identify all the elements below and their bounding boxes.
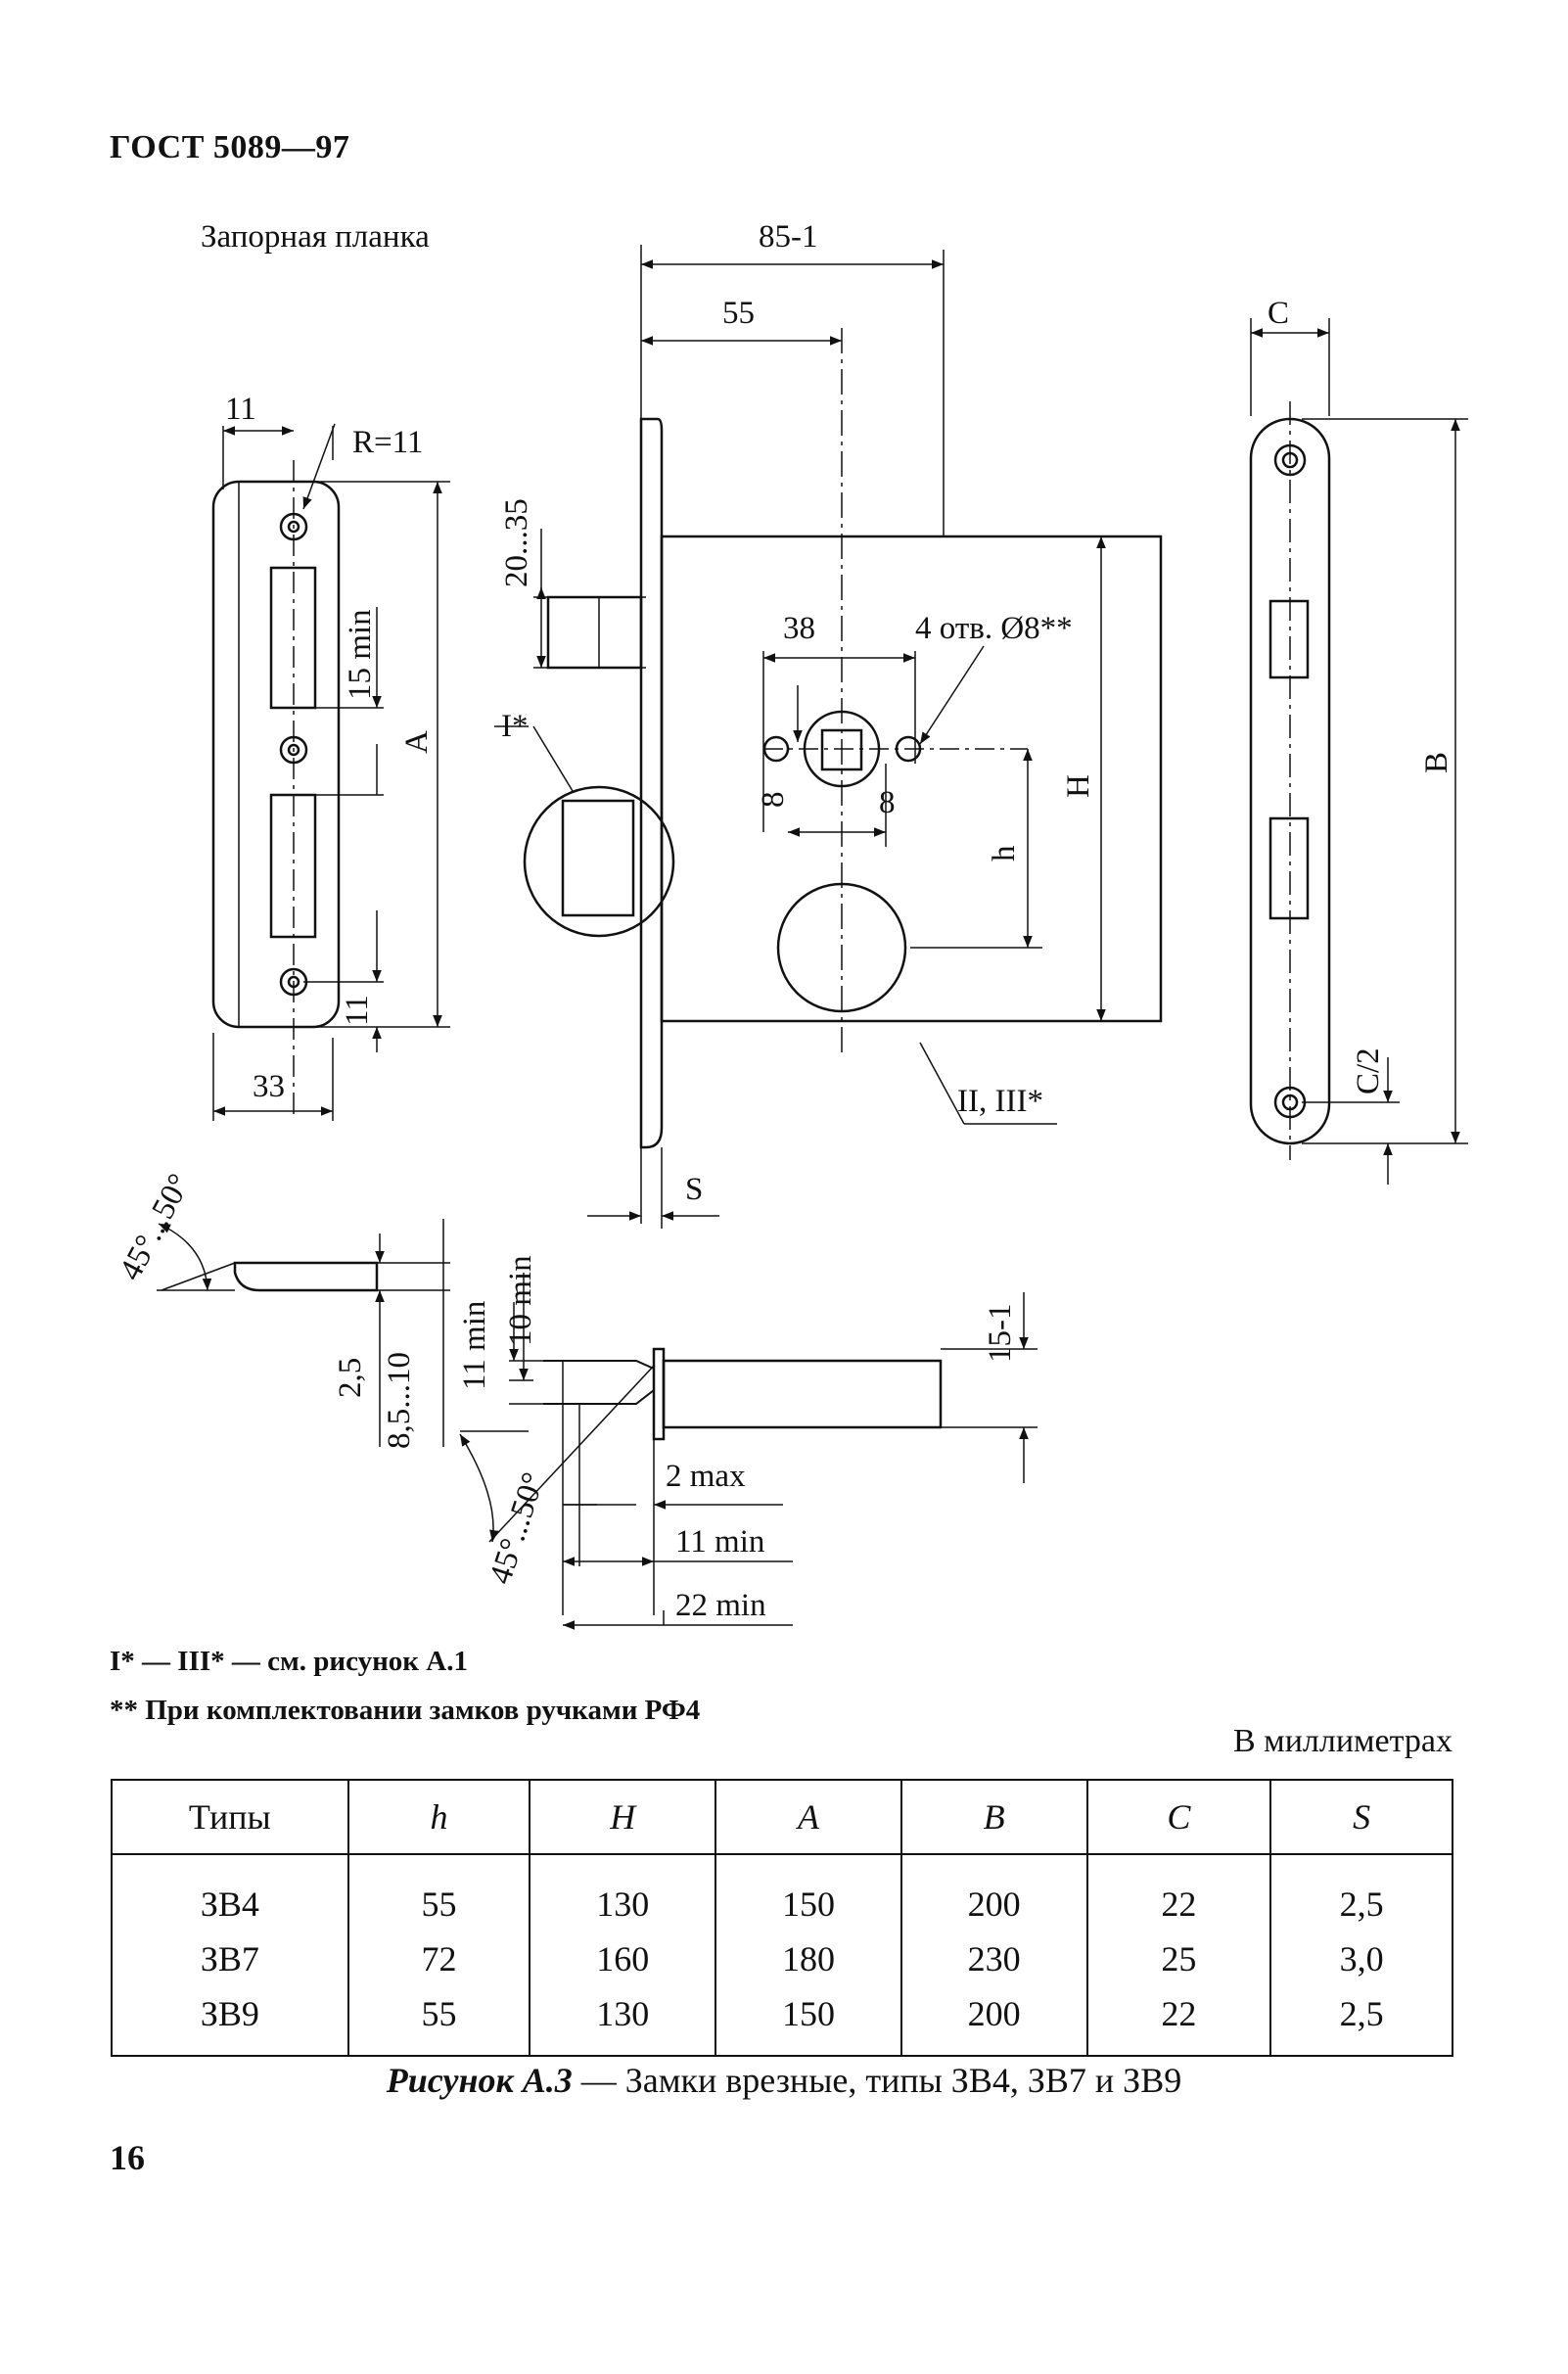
column-header: H xyxy=(529,1779,717,1855)
front-plate-drawing xyxy=(1249,318,1468,1185)
dim-s: S xyxy=(685,1172,703,1207)
column-header: Типы xyxy=(111,1779,349,1855)
detail-two-three-label: II, III* xyxy=(957,1084,1043,1119)
page-number: 16 xyxy=(110,2138,145,2177)
units-label: В миллиметрах xyxy=(1233,1723,1453,1759)
dim-2-5: 2,5 xyxy=(333,1358,368,1398)
dim-radius: R=11 xyxy=(352,425,423,460)
table-cell: ЗВ4 xyxy=(111,1854,349,1932)
column-header: B xyxy=(899,1779,1088,1855)
drawing-notes: I* — III* — см. рисунок А.1 ** При компл… xyxy=(110,1637,700,1735)
table-cell: 200 xyxy=(899,1854,1088,1932)
dim-11-top: 11 xyxy=(225,392,256,427)
table-cell: 2,5 xyxy=(1269,1854,1453,1932)
dim-8-right: 8 xyxy=(879,785,896,820)
table-row: ЗВ9 55 130 150 200 22 2,5 xyxy=(111,1986,1453,2057)
dim-85: 85-1 xyxy=(759,219,818,255)
table-cell: 230 xyxy=(899,1932,1088,1986)
figure-caption: Рисунок А.3 — Замки врезные, типы ЗВ4, З… xyxy=(0,2060,1568,2101)
dim-h-upper: H xyxy=(1061,774,1096,798)
lock-dimensions-table: Типы h H A B C S ЗВ4 55 130 150 200 22 2… xyxy=(111,1779,1453,2057)
dim-a: A xyxy=(399,730,435,754)
table-cell: 200 xyxy=(899,1986,1088,2057)
dim-22-min: 22 min xyxy=(675,1588,766,1623)
table-header-row: Типы h H A B C S xyxy=(111,1779,1453,1855)
dim-15-minus-1: 15-1 xyxy=(983,1304,1018,1364)
table-cell: ЗВ9 xyxy=(111,1986,349,2057)
table-row: ЗВ7 72 160 180 230 25 3,0 xyxy=(111,1932,1453,1986)
table-cell: 3,0 xyxy=(1269,1932,1453,1986)
column-header: h xyxy=(346,1779,531,1855)
table-cell: 130 xyxy=(529,1986,717,2057)
dim-8-left: 8 xyxy=(756,792,791,809)
dim-8-5-10: 8,5...10 xyxy=(382,1352,417,1449)
dim-h-lower: h xyxy=(987,845,1022,861)
lock-body-drawing xyxy=(494,245,1163,1229)
dim-11-min-vertical: 11 min xyxy=(457,1301,492,1390)
dim-10-min: 10 min xyxy=(503,1255,538,1346)
table-row: ЗВ4 55 130 150 200 22 2,5 xyxy=(111,1854,1453,1932)
column-header: S xyxy=(1269,1779,1453,1855)
dim-38: 38 xyxy=(783,611,815,646)
dim-33: 33 xyxy=(253,1069,285,1104)
table-cell: 160 xyxy=(529,1932,717,1986)
table-cell: 150 xyxy=(715,1854,902,1932)
table-cell: 2,5 xyxy=(1269,1986,1453,2057)
table-cell: 55 xyxy=(346,1986,531,2057)
table-cell: 130 xyxy=(529,1854,717,1932)
table-cell: 22 xyxy=(1085,1854,1272,1932)
column-header: A xyxy=(715,1779,902,1855)
strike-plate-drawing xyxy=(211,423,450,1121)
table-cell: 150 xyxy=(715,1986,902,2057)
dim-55: 55 xyxy=(722,296,755,331)
dim-11-min: 11 min xyxy=(675,1524,764,1559)
holes-note: 4 отв. Ø8** xyxy=(915,611,1073,646)
figure-caption-text: — Замки врезные, типы ЗВ4, ЗВ7 и ЗВ9 xyxy=(572,2061,1182,2100)
figure-caption-label: Рисунок А.3 xyxy=(386,2061,573,2100)
detail-one-label: I* xyxy=(501,709,529,744)
table-cell: 72 xyxy=(346,1932,531,1986)
dim-c-half: C/2 xyxy=(1351,1047,1386,1094)
dim-b: B xyxy=(1419,752,1454,773)
document-header: ГОСТ 5089—97 xyxy=(110,129,350,165)
dim-20-35: 20...35 xyxy=(499,498,534,587)
dim-2-max: 2 max xyxy=(666,1459,746,1494)
strike-plate-title: Запорная планка xyxy=(201,219,430,255)
dim-11-bottom: 11 xyxy=(340,995,375,1026)
dim-c: C xyxy=(1268,296,1289,331)
technical-drawing: Запорная планка 85-1 55 C 11 R=11 20...3… xyxy=(113,219,1468,1630)
angle-top: 45°...50° xyxy=(113,1168,198,1285)
strike-profile-drawing xyxy=(157,1219,450,1447)
table-cell: ЗВ7 xyxy=(111,1932,349,1986)
bolt-profile-drawing xyxy=(459,1273,1038,1630)
table-cell: 22 xyxy=(1085,1986,1272,2057)
table-cell: 180 xyxy=(715,1932,902,1986)
note-handle-kit: ** При комплектовании замков ручками РФ4 xyxy=(110,1695,701,1726)
column-header: C xyxy=(1085,1779,1272,1855)
dim-15-min: 15 min xyxy=(343,609,378,700)
table-cell: 55 xyxy=(346,1854,531,1932)
note-detail-reference: I* — III* — см. рисунок А.1 xyxy=(110,1646,468,1677)
table-cell: 25 xyxy=(1085,1932,1272,1986)
